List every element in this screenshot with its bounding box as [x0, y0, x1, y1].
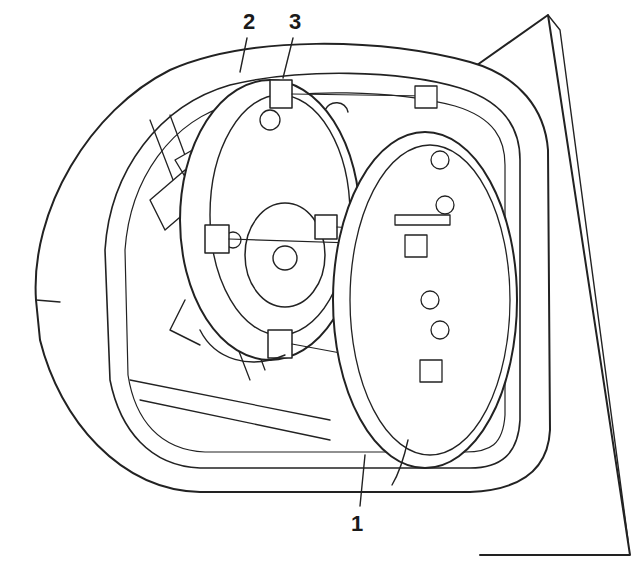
callout-number: 2: [243, 11, 255, 33]
mount-edge: [548, 15, 628, 540]
mirror-glass: [333, 132, 517, 468]
leader-line: [240, 38, 247, 72]
callout-number: 3: [289, 11, 301, 33]
callout-number: 1: [351, 513, 363, 535]
leader-line: [283, 38, 293, 78]
housing-opening: [105, 73, 520, 468]
mirror-housing: [36, 44, 550, 492]
leader-line: [360, 455, 365, 506]
